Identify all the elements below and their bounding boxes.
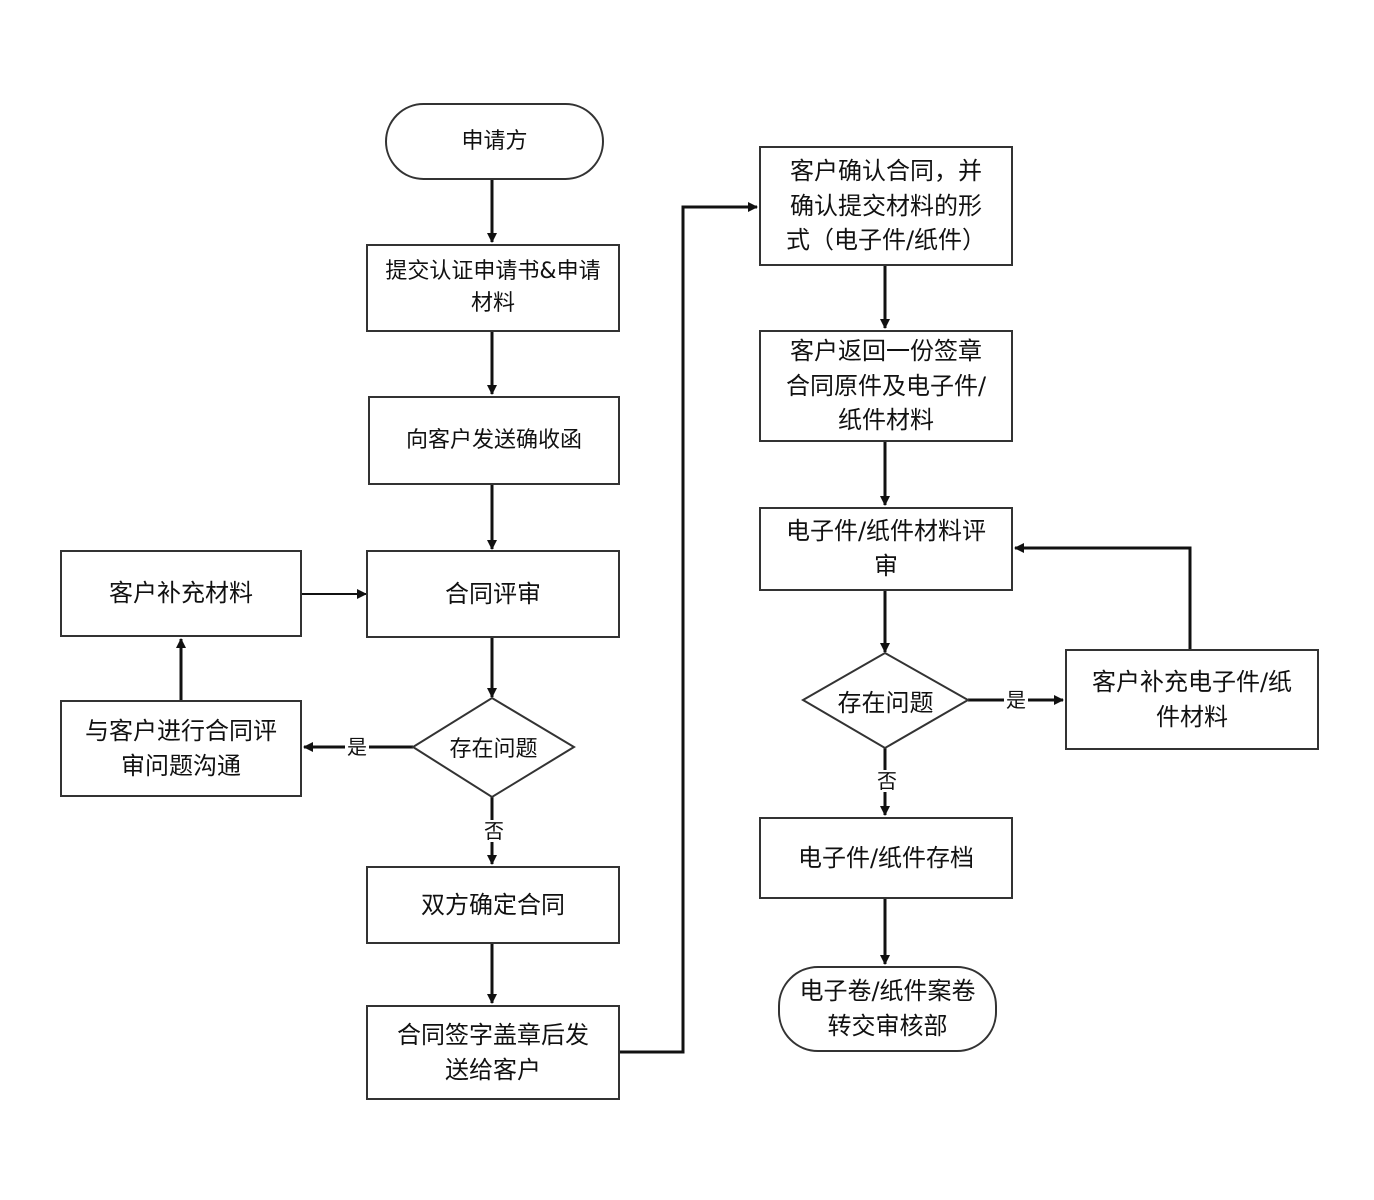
node-confirm-contract: 双方确定合同 (366, 866, 620, 944)
node-customer-supplement-label: 客户补充材料 (109, 579, 253, 608)
node-communicate: 与客户进行合同评 审问题沟通 (60, 700, 302, 797)
decision-2-label: 存在问题 (803, 675, 968, 725)
edge-sign-customer-confirm (620, 202, 758, 1054)
node-customer-return-label: 客户返回一份签章 合同原件及电子件/ 纸件材料 (785, 336, 987, 435)
node-customer-supplement: 客户补充材料 (60, 550, 302, 637)
edge-label-no-1: 否 (482, 819, 506, 843)
node-applicant-label: 申请方 (461, 128, 528, 154)
decision-1-label: 存在问题 (413, 722, 574, 772)
node-submit-application: 提交认证申请书&申请 材料 (366, 244, 620, 332)
node-send-receipt: 向客户发送确收函 (368, 396, 620, 485)
edge-label-yes-2: 是 (1004, 688, 1028, 712)
node-material-review: 电子件/纸件材料评 审 (759, 507, 1013, 591)
node-transfer: 电子卷/纸件案卷 转交审核部 (778, 966, 997, 1052)
node-send-receipt-label: 向客户发送确收函 (405, 427, 582, 453)
node-contract-review-label: 合同评审 (445, 579, 541, 608)
decision-diamond-2 (801, 651, 971, 750)
node-archive: 电子件/纸件存档 (759, 817, 1013, 899)
decision-diamond-1 (411, 696, 576, 799)
node-transfer-label: 电子卷/纸件案卷 转交审核部 (799, 977, 976, 1040)
node-submit-label: 提交认证申请书&申请 材料 (385, 259, 601, 316)
node-sign-send-label: 合同签字盖章后发 送给客户 (397, 1020, 589, 1084)
node-communicate-label: 与客户进行合同评 审问题沟通 (85, 716, 277, 780)
node-contract-review: 合同评审 (366, 550, 620, 638)
decision-2-text: 存在问题 (837, 688, 934, 717)
node-customer-supplement-2: 客户补充电子件/纸 件材料 (1065, 649, 1319, 750)
node-customer-return: 客户返回一份签章 合同原件及电子件/ 纸件材料 (759, 330, 1013, 442)
node-applicant: 申请方 (385, 103, 604, 180)
edge-supplement2-materialreview (1014, 543, 1192, 649)
edge-label-yes-1: 是 (345, 735, 369, 759)
node-archive-label: 电子件/纸件存档 (797, 843, 975, 872)
node-customer-supplement-2-label: 客户补充电子件/纸 件材料 (1091, 667, 1293, 731)
node-confirm-contract-label: 双方确定合同 (421, 890, 565, 919)
decision-1-text: 存在问题 (449, 737, 538, 762)
node-sign-send: 合同签字盖章后发 送给客户 (366, 1005, 620, 1100)
edge-label-no-2: 否 (875, 769, 899, 793)
node-material-review-label: 电子件/纸件材料评 审 (785, 517, 987, 580)
node-customer-confirm: 客户确认合同，并 确认提交材料的形 式（电子件/纸件） (759, 146, 1013, 266)
node-customer-confirm-label: 客户确认合同，并 确认提交材料的形 式（电子件/纸件） (785, 156, 987, 255)
